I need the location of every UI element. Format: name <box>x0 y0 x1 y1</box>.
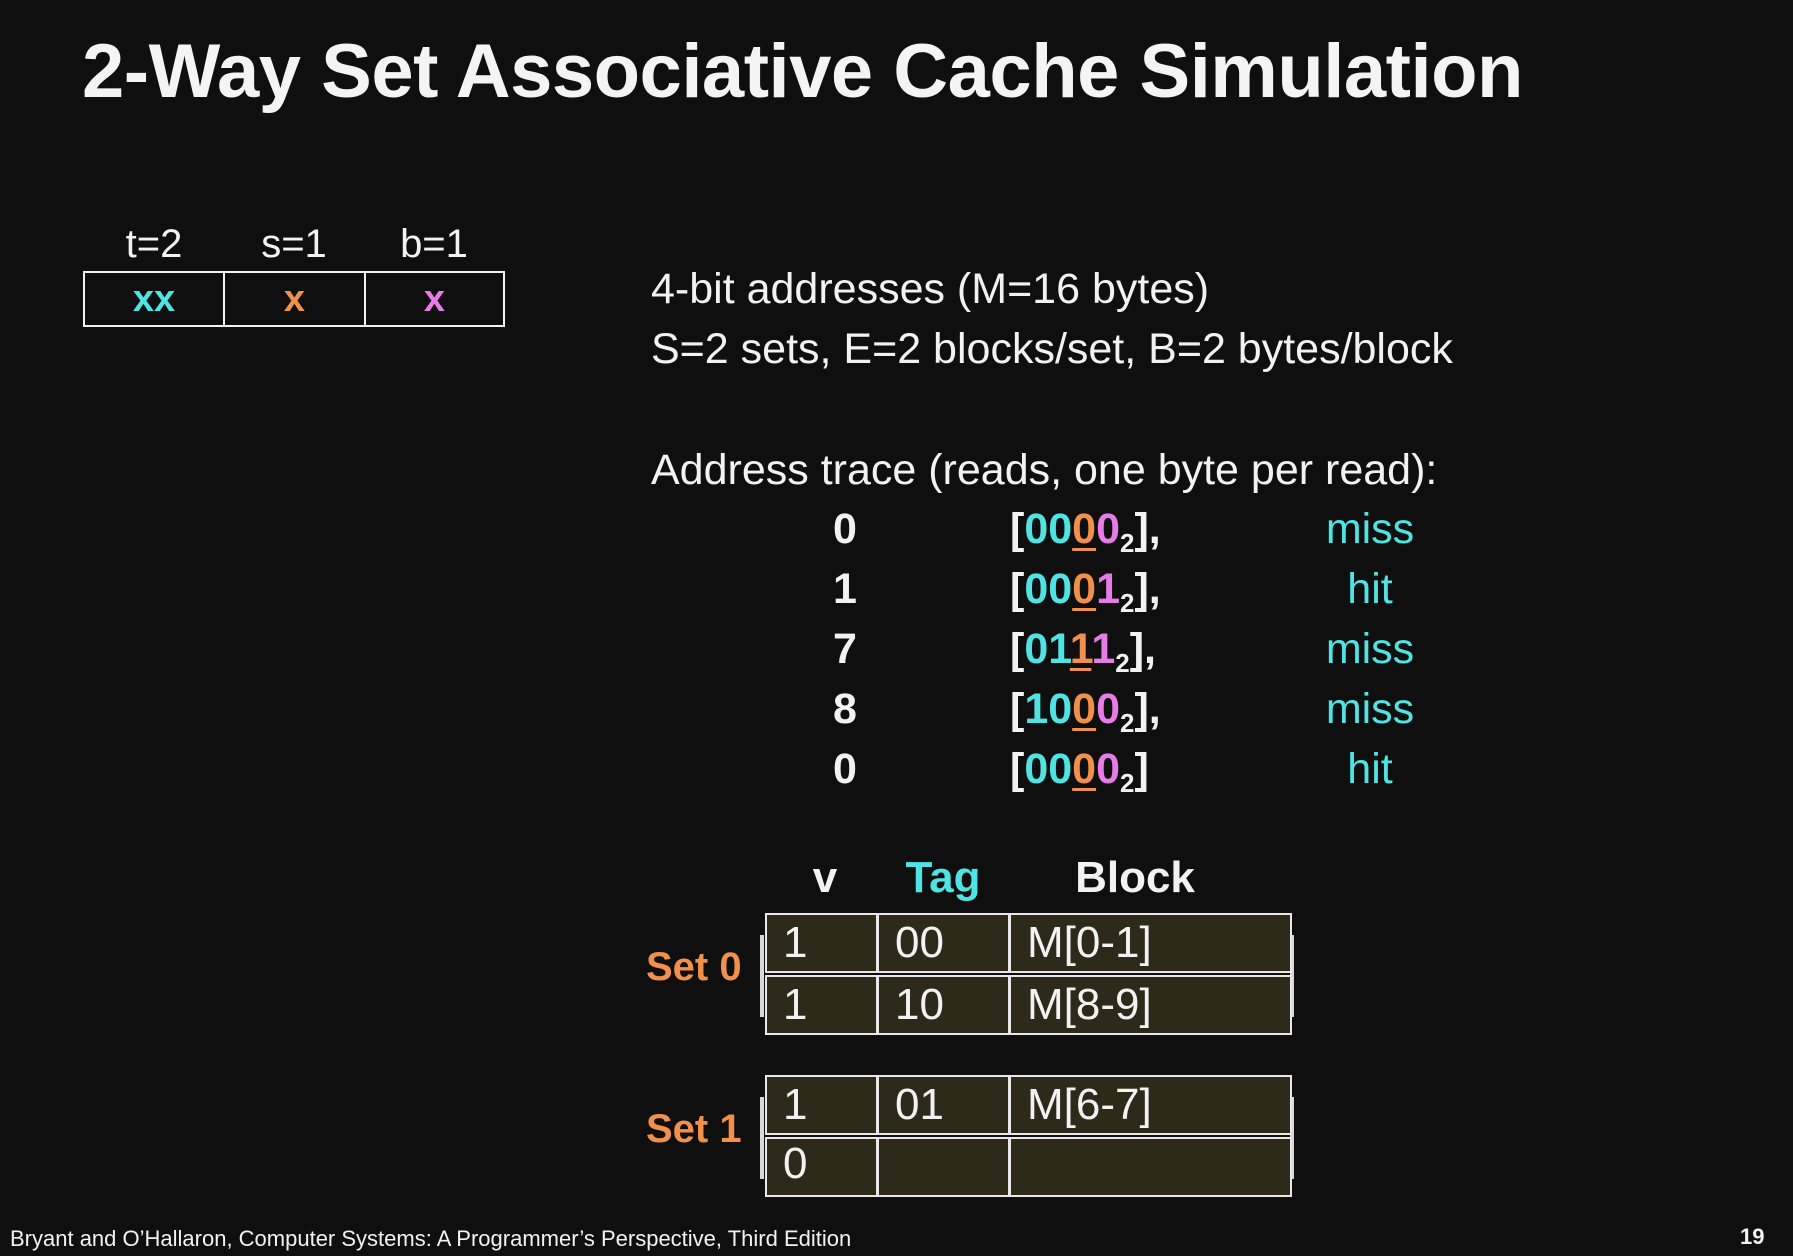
set-bit: 1 <box>1069 625 1092 673</box>
trace-row: 8[10002],miss <box>0 685 1793 743</box>
trace-address-decimal: 1 <box>833 565 857 613</box>
trace-result: miss <box>1325 685 1415 733</box>
cell-valid: 1 <box>765 1075 878 1135</box>
offset-bit: 0 <box>1096 685 1121 733</box>
field-label-t: t=2 <box>125 222 183 266</box>
trace-address-binary: [00012], <box>1010 565 1161 619</box>
cell-valid: 0 <box>765 1137 878 1197</box>
page-number: 19 <box>1740 1224 1765 1249</box>
slide-title: 2-Way Set Associative Cache Simulation <box>82 29 1523 114</box>
offset-bit: 0 <box>1096 745 1121 793</box>
cell-block: M[8-9] <box>1009 975 1292 1035</box>
field-box-tag: xx <box>83 271 225 327</box>
base-subscript: 2 <box>1120 708 1135 738</box>
trace-address-decimal: 0 <box>833 745 857 793</box>
bracket-close: ], <box>1134 685 1161 733</box>
set-bracket <box>760 1097 764 1179</box>
cell-block: M[0-1] <box>1009 913 1292 973</box>
tag-bits: 00 <box>1024 505 1073 553</box>
set-label: Set 1 <box>646 1107 742 1151</box>
bracket-close: ], <box>1129 625 1157 673</box>
trace-address-binary: [01112], <box>1010 625 1156 679</box>
set-bit: 0 <box>1072 685 1097 733</box>
field-box-set: x <box>223 271 366 327</box>
base-subscript: 2 <box>1120 768 1135 798</box>
tag-bits: 10 <box>1024 685 1073 733</box>
cell-block: M[6-7] <box>1009 1075 1292 1135</box>
column-header-block: Block <box>1075 853 1195 902</box>
param-cache-geometry: S=2 sets, E=2 blocks/set, B=2 bytes/bloc… <box>651 325 1453 373</box>
set-bracket <box>1290 935 1294 1017</box>
offset-bit: 0 <box>1096 505 1121 553</box>
bracket-open: [ <box>1010 685 1025 733</box>
footer-citation: Bryant and O’Hallaron, Computer Systems:… <box>10 1226 852 1251</box>
column-header-valid: v <box>812 853 838 902</box>
bracket-open: [ <box>1010 565 1025 613</box>
cell-tag: 01 <box>877 1075 1010 1135</box>
cell-valid: 1 <box>765 975 878 1035</box>
trace-result: hit <box>1347 565 1393 613</box>
trace-address-binary: [00002], <box>1010 505 1161 559</box>
cell-tag: 10 <box>877 975 1010 1035</box>
offset-bit: 1 <box>1096 565 1121 613</box>
field-box-offset: x <box>364 271 505 327</box>
field-label-b: b=1 <box>400 222 468 266</box>
set-bit: 0 <box>1072 565 1097 613</box>
trace-heading: Address trace (reads, one byte per read)… <box>651 446 1438 494</box>
base-subscript: 2 <box>1120 528 1135 558</box>
tag-bits: 01 <box>1024 625 1070 673</box>
bracket-close: ] <box>1134 745 1149 793</box>
trace-result: miss <box>1325 505 1415 553</box>
trace-address-binary: [10002], <box>1010 685 1161 739</box>
trace-address-decimal: 8 <box>833 685 857 733</box>
bracket-open: [ <box>1010 505 1025 553</box>
bracket-open: [ <box>1010 625 1025 673</box>
base-subscript: 2 <box>1120 588 1135 618</box>
bracket-close: ], <box>1134 505 1161 553</box>
set-bit: 0 <box>1072 745 1097 793</box>
bracket-open: [ <box>1010 745 1025 793</box>
trace-row: 0[00002]hit <box>0 745 1793 803</box>
cell-tag <box>877 1137 1010 1197</box>
cell-valid: 1 <box>765 913 878 973</box>
trace-result: hit <box>1347 745 1393 793</box>
trace-address-decimal: 7 <box>833 625 857 673</box>
trace-row: 1[00012],hit <box>0 565 1793 623</box>
base-subscript: 2 <box>1115 648 1130 678</box>
trace-row: 0[00002],miss <box>0 505 1793 563</box>
trace-address-decimal: 0 <box>833 505 857 553</box>
offset-bit: 1 <box>1091 625 1116 673</box>
bracket-close: ], <box>1134 565 1161 613</box>
tag-bits: 00 <box>1024 745 1073 793</box>
column-header-tag: Tag <box>905 853 981 902</box>
set-label: Set 0 <box>646 945 742 989</box>
set-bracket <box>760 935 764 1017</box>
trace-address-binary: [00002] <box>1010 745 1149 799</box>
field-label-s: s=1 <box>261 222 327 266</box>
param-address-size: 4-bit addresses (M=16 bytes) <box>651 265 1210 313</box>
set-bit: 0 <box>1072 505 1097 553</box>
cell-block <box>1009 1137 1292 1197</box>
trace-row: 7[01112],miss <box>0 625 1793 683</box>
cell-tag: 00 <box>877 913 1010 973</box>
set-bracket <box>1290 1097 1294 1179</box>
trace-result: miss <box>1325 625 1415 673</box>
tag-bits: 00 <box>1024 565 1073 613</box>
